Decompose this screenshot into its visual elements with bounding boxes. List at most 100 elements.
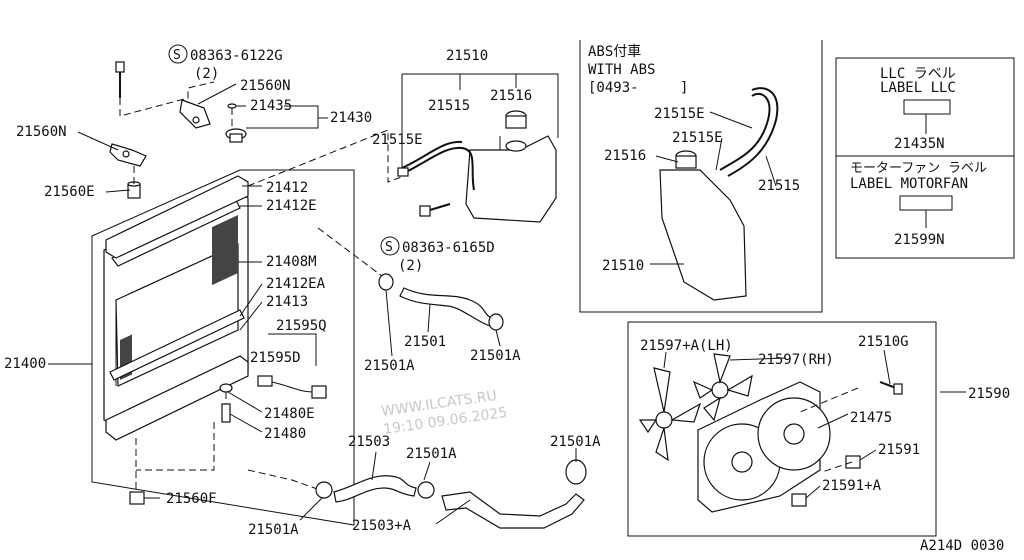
sign-s-icon-2: S [380, 236, 400, 256]
reservoir-tank-21510 [465, 135, 557, 223]
align-line-6 [136, 422, 215, 471]
thermo-switch-21595D [257, 375, 327, 399]
label-21430: 21430 [330, 110, 372, 126]
reservoir-cap-21516 [505, 110, 527, 129]
label-21412EA: 21412EA [266, 276, 326, 292]
fan-shroud-21475 [697, 381, 831, 513]
radiator-core [103, 175, 249, 441]
align-line-8 [317, 227, 391, 283]
label-21560N-upper: 21560N [240, 78, 291, 94]
hose-clamp-21501A-a [378, 273, 394, 291]
svg-text:S: S [385, 240, 393, 255]
label-08363-6122G: 08363-6122G [190, 48, 283, 64]
abs-label-21515: 21515 [758, 178, 800, 194]
label-21503: 21503 [348, 434, 390, 450]
abs-label-21515E-b: 21515E [672, 130, 723, 146]
label-21501: 21501 [404, 334, 446, 350]
fan-align-2 [821, 461, 853, 473]
motorfan-label-en: LABEL MOTORFAN [850, 176, 968, 192]
sign-s-icon: S [168, 44, 188, 64]
hose-clamp-21501A-e [565, 459, 587, 485]
connector-21591 [845, 455, 861, 469]
hose-clamp-21501A-c [315, 481, 333, 499]
radiator-cap-21430 [225, 103, 247, 143]
fan-group-outline [627, 321, 937, 537]
label-21503A: 21503+A [352, 518, 412, 534]
bolt-08363-6122G [115, 61, 125, 98]
radiator-group-outline [91, 169, 355, 526]
llc-label-jp: LLC ラベル [880, 66, 956, 82]
align-line-1 [119, 81, 215, 117]
label-21501A-c: 21501A [406, 446, 457, 462]
bracket-21560N-upper [179, 99, 211, 129]
label-21480E: 21480E [264, 406, 315, 422]
leader-21510 [402, 73, 559, 138]
abs-range-close: ] [680, 80, 688, 96]
abs-range-open: [0493- [588, 80, 639, 96]
abs-title-en: WITH ABS [588, 62, 655, 78]
svg-text:S: S [173, 48, 181, 63]
label-21515E: 21515E [372, 132, 423, 148]
label-21400: 21400 [4, 356, 46, 372]
align-line-9 [247, 469, 321, 491]
llc-label-plate [903, 99, 951, 115]
label-21597A-LH: 21597+A(LH) [640, 338, 733, 354]
bolt-21510G [879, 381, 903, 395]
label-21435: 21435 [250, 98, 292, 114]
labels-panel [835, 57, 1015, 259]
hose-clamp-21501A-b [488, 313, 504, 331]
label-21516: 21516 [490, 88, 532, 104]
label-21412E: 21412E [266, 198, 317, 214]
label-21413: 21413 [266, 294, 308, 310]
abs-hose-b [727, 87, 779, 177]
motorfan-part-number: 21599N [894, 232, 945, 248]
label-21412: 21412 [266, 180, 308, 196]
label-08363-6165D: 08363-6165D [402, 240, 495, 256]
abs-panel-outline [579, 40, 823, 313]
label-21480: 21480 [264, 426, 306, 442]
label-21560N-lower: 21560N [16, 124, 67, 140]
bracket-21560N-lower [109, 143, 147, 167]
label-08363-6165D-qty: (2) [398, 258, 423, 274]
abs-label-21516: 21516 [604, 148, 646, 164]
hose-clip-21515E [397, 167, 409, 177]
label-21501A-d: 21501A [550, 434, 601, 450]
diagram-code: A214D 0030 [920, 538, 1004, 554]
motorfan-label-jp: モーターファン ラベル [850, 161, 987, 176]
motorfan-label-plate [899, 195, 953, 211]
abs-title-jp: ABS付車 [588, 43, 641, 60]
label-21597-RH: 21597(RH) [758, 352, 834, 368]
label-21591: 21591 [878, 442, 920, 458]
label-21560F: 21560F [166, 491, 217, 507]
label-21560E: 21560E [44, 184, 95, 200]
fan-blade-21597-RH [692, 353, 753, 422]
align-line-7 [247, 129, 405, 187]
abs-reservoir-tank [659, 150, 747, 301]
connector-21591A [791, 493, 807, 507]
abs-label-21515E-a: 21515E [654, 106, 705, 122]
reservoir-hose-21515 [401, 140, 475, 191]
label-21510G: 21510G [858, 334, 909, 350]
abs-hose [719, 92, 771, 171]
bolt-08363-6165D [419, 203, 451, 217]
label-21515: 21515 [428, 98, 470, 114]
radiator-hose-upper-21501 [399, 287, 493, 327]
hose-clamp-21501A-d [417, 481, 435, 499]
grommet-21560F [129, 491, 145, 505]
label-08363-6122G-qty: (2) [194, 66, 219, 82]
llc-label-en: LABEL LLC [880, 80, 956, 96]
label-21510: 21510 [446, 48, 488, 64]
abs-label-21510: 21510 [602, 258, 644, 274]
label-21501A-b: 21501A [470, 348, 521, 364]
radiator-hose-lower-21503 [333, 475, 417, 503]
label-21595D: 21595D [250, 350, 301, 366]
leader-lines [48, 83, 966, 525]
fan-blade-21597A-LH [638, 367, 702, 462]
label-21591A: 21591+A [822, 478, 882, 494]
water-pipe-21503A [441, 491, 585, 529]
label-21595Q: 21595Q [276, 318, 327, 334]
label-21501A-e: 21501A [248, 522, 299, 538]
label-21475: 21475 [850, 410, 892, 426]
